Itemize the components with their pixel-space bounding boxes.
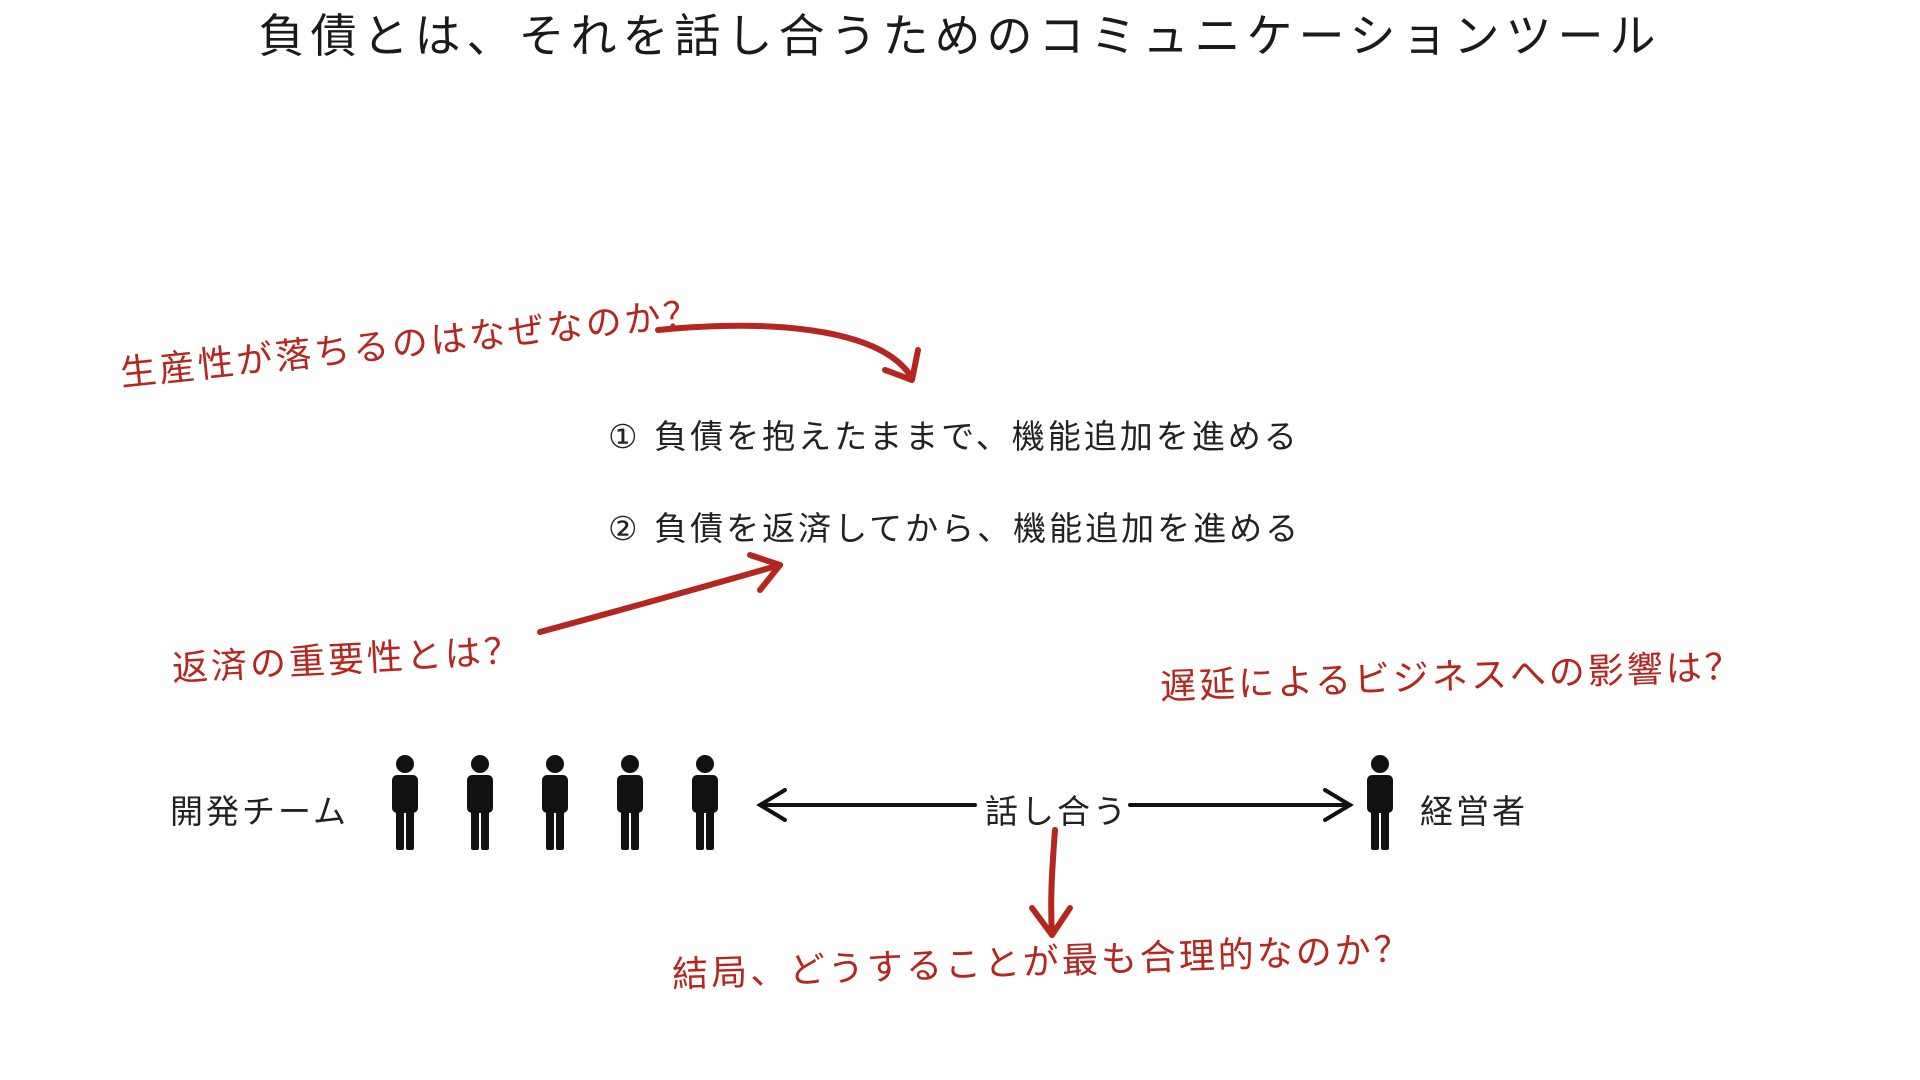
person-icon bbox=[392, 755, 418, 850]
arrow-down-to-conclusion bbox=[1048, 827, 1058, 938]
person-icon bbox=[692, 755, 718, 850]
option-1: ① 負債を抱えたままで、機能追加を進める bbox=[608, 417, 1300, 456]
curved-arrow-to-option-1 bbox=[655, 322, 915, 381]
dev-team-people bbox=[392, 755, 718, 850]
person-icon bbox=[542, 755, 568, 850]
management-label: 経営者 bbox=[1420, 792, 1528, 831]
option-2: ② 負債を返済してから、機能追加を進める bbox=[608, 509, 1302, 548]
arrow-head bbox=[1029, 905, 1073, 938]
person-icon bbox=[1367, 755, 1393, 850]
page-title: 負債とは、それを話し合うためのコミュニケーションツール bbox=[258, 9, 1662, 63]
arrow-head bbox=[747, 552, 783, 593]
dev-team-label: 開発チーム bbox=[170, 792, 350, 831]
arrow-to-option-2 bbox=[537, 562, 783, 635]
person-icon bbox=[467, 755, 493, 850]
discussion-arrows bbox=[756, 788, 1354, 822]
arrow-head bbox=[882, 347, 921, 383]
discuss-label: 話し合う bbox=[985, 792, 1129, 831]
person-icon bbox=[617, 755, 643, 850]
